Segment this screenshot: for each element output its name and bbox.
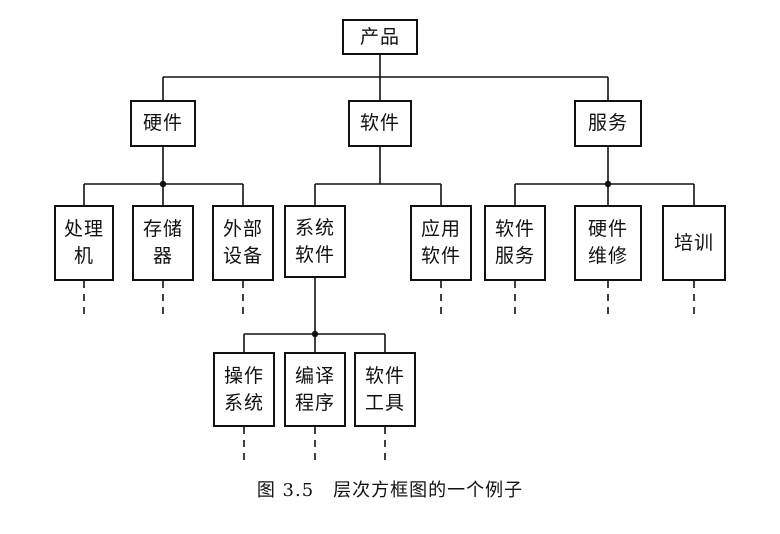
node-label-line-1: 处理: [63, 218, 104, 240]
node-label-line-1: 系统: [294, 216, 335, 239]
node-label-line-1: 存储: [142, 218, 183, 240]
node-software-tools: 软件 工具: [354, 352, 416, 427]
node-compiler: 编译 程序: [284, 352, 346, 427]
node-label-line-2: 设备: [222, 245, 263, 267]
node-system-software: 系统 软件: [284, 205, 346, 278]
node-label: 培训: [673, 231, 714, 254]
node-label-line-1: 软件: [494, 218, 535, 240]
node-training: 培训: [662, 205, 726, 281]
node-label-line-1: 操作: [223, 364, 264, 387]
node-software: 软件: [348, 100, 412, 147]
node-label-line-1: 硬件: [587, 218, 628, 240]
node-hardware: 硬件: [130, 100, 196, 147]
node-operating-system: 操作 系统: [213, 352, 275, 427]
node-label: 产品: [359, 25, 400, 48]
node-label-line-2: 服务: [494, 245, 535, 267]
node-label-line-2: 器: [152, 245, 173, 267]
node-label: 软件: [359, 112, 400, 134]
node-application-software: 应用 软件: [410, 205, 472, 281]
node-product: 产品: [342, 19, 418, 55]
node-label-line-1: 软件: [364, 364, 405, 387]
node-label-line-2: 机: [73, 245, 94, 267]
node-label-line-2: 系统: [223, 391, 264, 414]
node-label-line-2: 软件: [420, 245, 461, 267]
node-label: 服务: [587, 112, 628, 134]
node-processor: 处理 机: [54, 205, 114, 281]
node-label-line-2: 工具: [364, 391, 405, 414]
node-label: 硬件: [142, 112, 183, 134]
node-service: 服务: [574, 100, 642, 147]
node-label-line-1: 外部: [222, 218, 263, 240]
node-peripheral: 外部 设备: [212, 205, 274, 281]
node-label-line-1: 编译: [294, 364, 335, 387]
node-hardware-maintenance: 硬件 维修: [574, 205, 642, 281]
node-label-line-1: 应用: [420, 218, 461, 240]
node-label-line-2: 软件: [294, 243, 335, 266]
node-storage: 存储 器: [132, 205, 194, 281]
node-label-line-2: 程序: [294, 391, 335, 414]
node-software-service: 软件 服务: [484, 205, 546, 281]
figure-caption: 图 3.5 层次方框图的一个例子: [256, 480, 524, 501]
node-label-line-2: 维修: [587, 245, 628, 267]
